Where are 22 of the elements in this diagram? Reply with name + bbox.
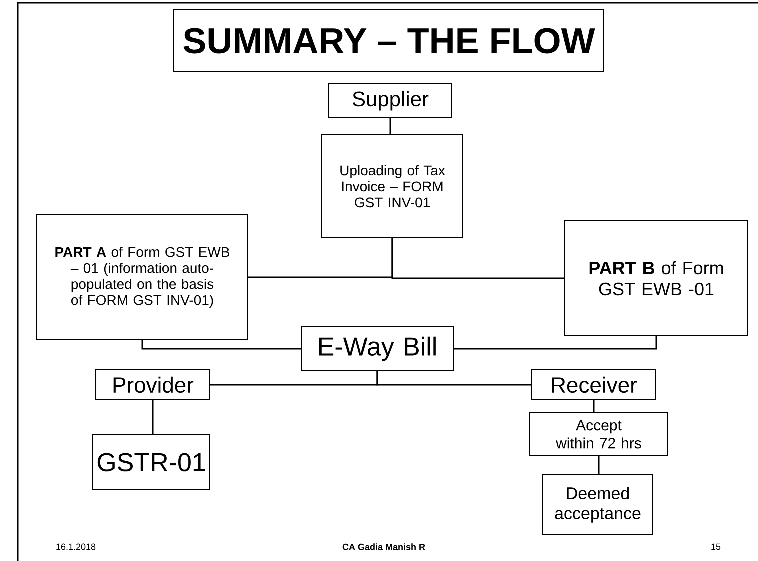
connector-line xyxy=(390,118,392,134)
connector-line xyxy=(152,400,154,434)
connector-line xyxy=(392,238,564,280)
process-box: Uploading of Tax Invoice – FORM GST INV-01 xyxy=(322,134,464,238)
process-box: PART B of Form GST EWB -01 xyxy=(564,220,748,336)
footer-author: CA Gadia Manish R xyxy=(342,544,426,550)
connector-line xyxy=(376,371,532,386)
connector-line xyxy=(142,340,301,350)
process-box: E-Way Bill xyxy=(301,326,454,372)
process-box: Accept within 72 hrs xyxy=(530,412,668,456)
process-box: Receiver xyxy=(532,369,656,400)
connector-line xyxy=(598,456,600,474)
process-box: PART A of Form GST EWB – 01 (information auto-populated on the basis of FORM GST INV-01) xyxy=(36,214,248,340)
title-box: SUMMARY – THE FLOW xyxy=(174,10,604,72)
connector-line xyxy=(593,400,595,412)
process-box: Provider xyxy=(96,369,210,400)
footer-date: 16.1.2018 xyxy=(56,544,96,550)
process-box: GSTR-01 xyxy=(92,434,210,490)
page-number: 15 xyxy=(712,544,721,550)
process-box: Supplier xyxy=(328,84,452,118)
connector-line xyxy=(454,336,658,350)
process-box: Deemed acceptance xyxy=(542,474,654,536)
